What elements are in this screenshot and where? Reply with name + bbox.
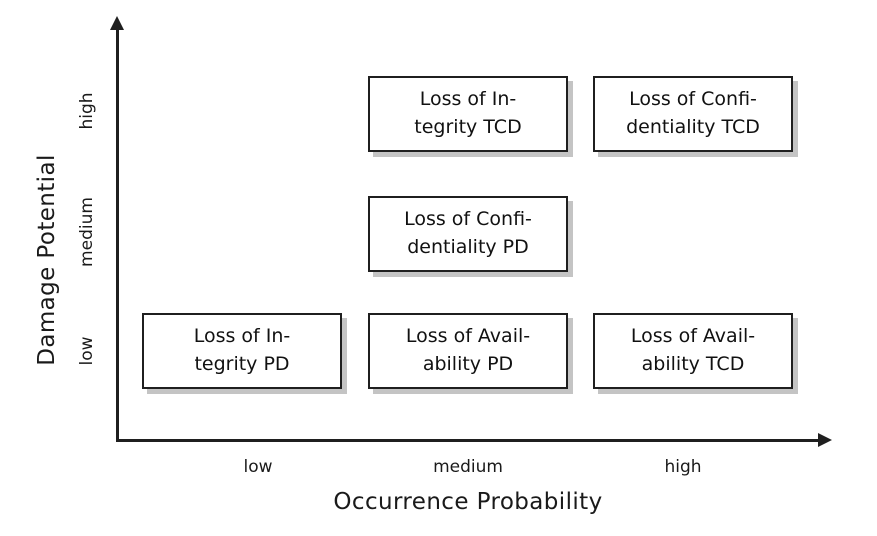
y-tick-high: high bbox=[77, 92, 97, 130]
risk-cell-line-1: Loss of Confi- bbox=[629, 88, 757, 111]
y-tick-medium: medium bbox=[77, 197, 97, 267]
x-axis-arrow-icon bbox=[818, 433, 832, 447]
risk-cell-line-1: Loss of Avail- bbox=[405, 325, 531, 348]
risk-cell-line-2: dentiality TCD bbox=[626, 116, 760, 138]
x-tick-high: high bbox=[664, 457, 702, 477]
risk-cell-availability-pd[interactable]: Loss of Avail- ability PD bbox=[368, 313, 568, 389]
risk-cell-line-1: Loss of In- bbox=[419, 88, 517, 111]
y-tick-low: low bbox=[77, 336, 97, 366]
y-axis-title: Damage Potential bbox=[34, 154, 60, 366]
risk-cell-line-1: Loss of Avail- bbox=[630, 325, 756, 348]
y-axis-arrow-icon bbox=[110, 16, 124, 30]
risk-cell-confidentiality-tcd[interactable]: Loss of Confi- dentiality TCD bbox=[593, 76, 793, 152]
risk-cell-integrity-tcd[interactable]: Loss of In- tegrity TCD bbox=[368, 76, 568, 152]
x-axis-title: Occurrence Probability bbox=[333, 489, 603, 515]
x-axis-line bbox=[116, 439, 820, 442]
risk-cell-line-2: ability PD bbox=[422, 353, 514, 375]
y-axis-line bbox=[116, 28, 119, 442]
x-tick-medium: medium bbox=[433, 457, 503, 477]
risk-cell-confidentiality-pd[interactable]: Loss of Confi- dentiality PD bbox=[368, 196, 568, 272]
risk-cell-availability-tcd[interactable]: Loss of Avail- ability TCD bbox=[593, 313, 793, 389]
risk-cell-line-2: tegrity PD bbox=[194, 353, 290, 375]
risk-cell-line-1: Loss of Confi- bbox=[404, 208, 532, 231]
risk-cell-line-2: tegrity TCD bbox=[414, 116, 522, 138]
risk-cell-line-2: dentiality PD bbox=[407, 236, 529, 258]
risk-cell-integrity-pd[interactable]: Loss of In- tegrity PD bbox=[142, 313, 342, 389]
risk-cell-line-1: Loss of In- bbox=[193, 325, 291, 348]
risk-cell-line-2: ability TCD bbox=[641, 353, 745, 375]
x-tick-low: low bbox=[243, 457, 273, 477]
